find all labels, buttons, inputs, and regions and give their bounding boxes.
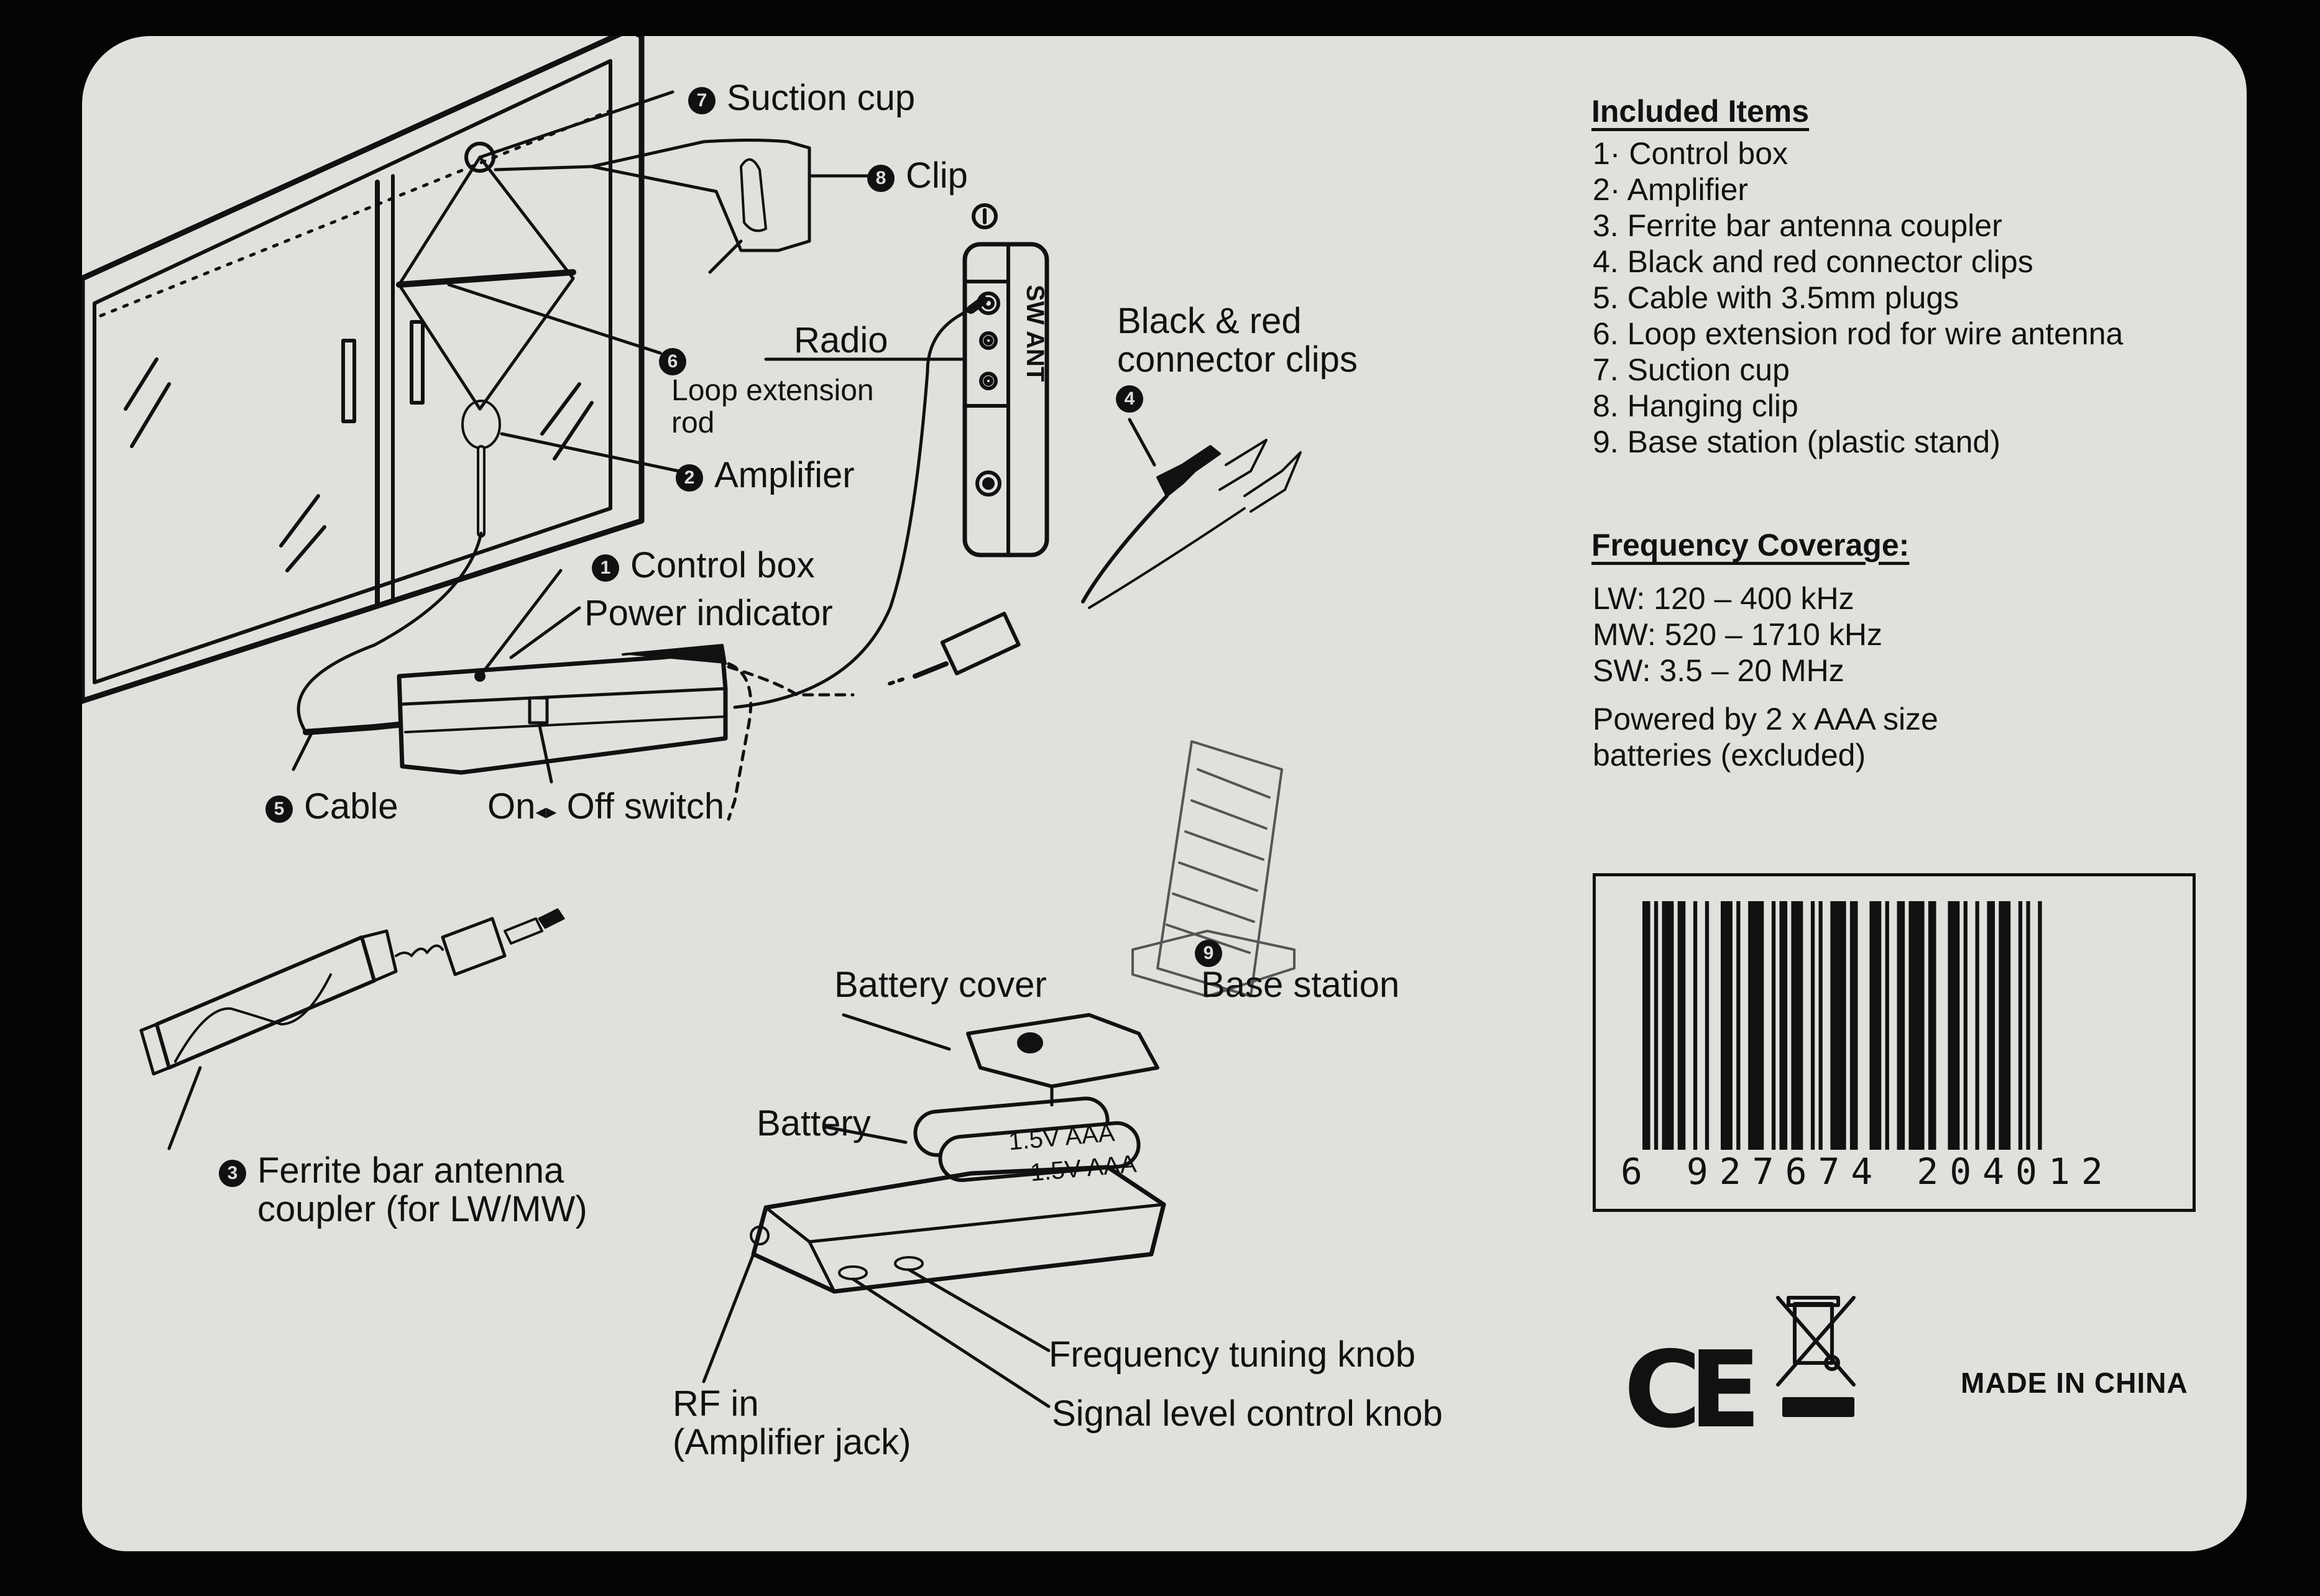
antenna-setup-diagram — [82, 36, 1856, 1417]
power-note: Powered by 2 x AAA size batteries (exclu… — [1593, 702, 1938, 773]
radio-illustration — [733, 203, 1049, 709]
barcode-bar — [1908, 901, 1925, 1150]
included-items-list: 1· Control box 2· Amplifier 3. Ferrite b… — [1593, 135, 2123, 460]
list-item: 2· Amplifier — [1593, 172, 1749, 207]
barcode-bar — [1999, 901, 2011, 1150]
callout-base-station-badge: 9 — [1195, 931, 1233, 971]
base-station-illustration — [1131, 740, 1296, 998]
barcode-bar — [1779, 901, 1788, 1150]
barcode-bar — [1677, 901, 1686, 1150]
band-lw: LW: 120 – 400 kHz — [1593, 581, 1854, 616]
callout-connector-clips-badge: 4 — [1116, 377, 1154, 416]
callout-loop-rod-badge: 6 — [659, 339, 697, 379]
callout-rf-in: RF in (Amplifier jack) — [673, 1383, 911, 1462]
barcode-bar — [1642, 901, 1650, 1150]
list-item: 5. Cable with 3.5mm plugs — [1593, 280, 1959, 315]
window-illustration — [82, 36, 873, 704]
band-mw: MW: 520 – 1710 kHz — [1593, 617, 1882, 652]
callout-on-off-switch: On◂▸ Off switch — [487, 786, 725, 827]
barcode-bar — [1662, 901, 1674, 1150]
list-item: 8. Hanging clip — [1593, 388, 1798, 423]
barcode-bar — [1693, 901, 1698, 1150]
callout-battery: Battery — [757, 1103, 871, 1144]
barcode-digits: 6 927674 204012 — [1621, 1150, 2114, 1193]
made-in-label: MADE IN CHINA — [1961, 1367, 2188, 1399]
radio-sw-ant-label: SW ANT — [1021, 285, 1049, 382]
list-item: 7. Suction cup — [1593, 352, 1790, 387]
barcode-bar — [1849, 901, 1858, 1150]
battery-compartment-illustration — [702, 1013, 1166, 1408]
barcode-bar — [1736, 901, 1741, 1150]
barcode-bar — [1748, 901, 1764, 1150]
barcode-bar — [1928, 901, 1936, 1150]
callout-power-indicator: Power indicator — [584, 593, 833, 633]
list-item: 1· Control box — [1593, 136, 1788, 171]
frequency-coverage-title: Frequency Coverage: — [1591, 528, 1910, 562]
callout-loop-rod: Loop extension rod — [671, 374, 874, 439]
barcode-bar — [1869, 901, 1882, 1150]
barcode-bar — [1721, 901, 1733, 1150]
barcode-bar — [1987, 901, 1995, 1150]
barcode-bar — [1830, 901, 1846, 1150]
included-items-title: Included Items — [1591, 94, 1810, 129]
on-off-arrows-icon: ◂▸ — [535, 800, 557, 823]
barcode-bar — [1897, 901, 1905, 1150]
barcode-bar — [1771, 901, 1776, 1150]
barcode: 6 927674 204012 — [1593, 873, 2196, 1212]
barcode-bar — [2038, 901, 2042, 1150]
callout-connector-clips: Black & red connector clips — [1117, 301, 1358, 380]
callout-battery-cover: Battery cover — [834, 965, 1047, 1005]
barcode-bar — [1654, 901, 1659, 1150]
band-sw: SW: 3.5 – 20 MHz — [1593, 653, 1844, 688]
callout-signal-knob: Signal level control knob — [1052, 1393, 1443, 1434]
list-item: 6. Loop extension rod for wire antenna — [1593, 316, 2124, 351]
barcode-bar — [2026, 901, 2030, 1150]
ferrite-bar-illustration — [139, 908, 565, 1150]
callout-base-station: Base station — [1201, 965, 1400, 1005]
barcode-bar — [1975, 901, 1979, 1150]
barcode-bar — [1948, 901, 1960, 1150]
list-item: 4. Black and red connector clips — [1593, 244, 2033, 279]
barcode-bar — [2018, 901, 2023, 1150]
list-item: 9. Base station (plastic stand) — [1593, 424, 2000, 459]
barcode-bar — [1791, 901, 1803, 1150]
callout-radio: Radio — [794, 320, 888, 360]
barcode-bar — [1963, 901, 1968, 1150]
barcode-bar — [1885, 901, 1889, 1150]
barcode-bar — [1705, 901, 1710, 1150]
barcode-bar — [1810, 901, 1815, 1150]
control-box-illustration — [292, 531, 855, 821]
callout-tuning-knob: Frequency tuning knob — [1049, 1334, 1416, 1375]
frequency-bands: LW: 120 – 400 kHz MW: 520 – 1710 kHz SW:… — [1593, 580, 1882, 689]
crossed-out-wheelie-bin-icon — [1776, 1296, 1856, 1417]
connector-clips-illustration — [882, 418, 1302, 687]
barcode-bar — [1818, 901, 1823, 1150]
ce-mark-icon: CE — [1624, 1329, 1761, 1452]
list-item: 3. Ferrite bar antenna coupler — [1593, 208, 2002, 243]
barcode-bars — [1642, 901, 2042, 1150]
